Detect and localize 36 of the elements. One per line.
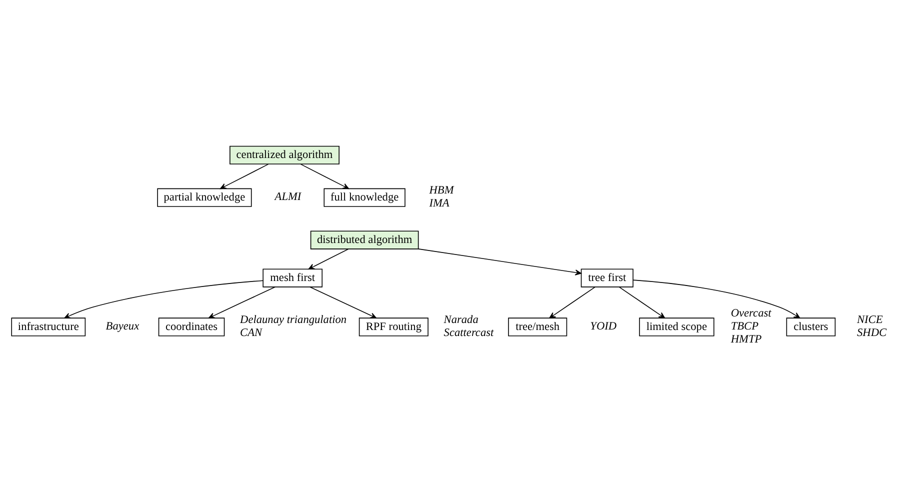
node-label: IMA xyxy=(429,198,450,210)
node-box: tree first xyxy=(580,268,634,288)
node-box: clusters xyxy=(786,318,836,336)
arrow xyxy=(220,164,269,190)
node-box: limited scope xyxy=(639,318,714,336)
node-label: Narada xyxy=(444,314,478,326)
node-label: Overcast xyxy=(730,308,772,320)
arrow xyxy=(618,286,666,318)
arrow xyxy=(418,248,582,276)
node-label: HBM xyxy=(429,184,454,197)
node-box: infrastructure xyxy=(11,318,86,336)
node-box: RPF routing xyxy=(358,318,428,336)
arrow xyxy=(549,286,596,318)
arrow xyxy=(64,280,264,318)
node-label: CAN xyxy=(240,327,262,340)
arrow xyxy=(300,164,350,190)
node-label: Delaunay triangulation xyxy=(240,314,347,326)
node-box: centralized algorithm xyxy=(230,146,340,164)
node-label: TBCP xyxy=(730,320,759,333)
node-box: coordinates xyxy=(158,318,225,336)
node-label: Bayeux xyxy=(106,320,140,333)
node-box: mesh first xyxy=(262,268,323,288)
node-label: ALMI xyxy=(274,191,302,204)
node-box: full knowledge xyxy=(324,188,406,207)
node-box: partial knowledge xyxy=(157,188,252,207)
node-label: HMTP xyxy=(730,333,762,346)
arrow xyxy=(308,248,349,270)
node-box: distributed algorithm xyxy=(310,230,419,250)
node-label: SHDC xyxy=(857,327,887,340)
arrow xyxy=(208,286,276,318)
node-label: YOID xyxy=(590,320,617,333)
node-box: tree/mesh xyxy=(508,318,568,336)
node-label: NICE xyxy=(857,314,883,326)
arrow xyxy=(632,280,800,318)
node-label: Scattercast xyxy=(444,327,494,340)
arrow xyxy=(310,286,377,318)
